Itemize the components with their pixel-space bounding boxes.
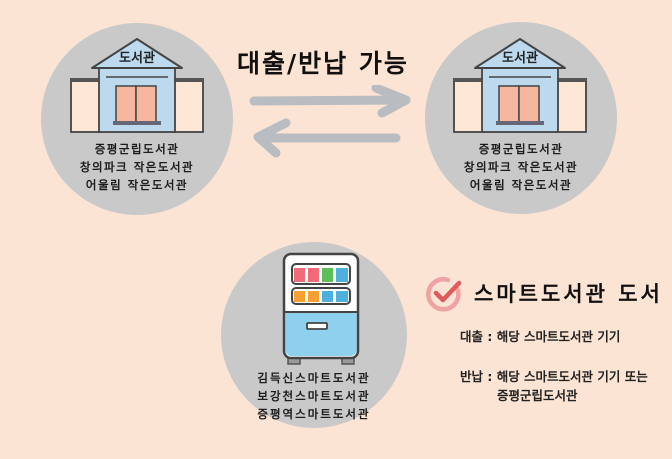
smart-library-name: 보강천스마트도서관 — [257, 389, 371, 403]
library-name: 어울림 작은도서관 — [85, 178, 189, 192]
loan-info: 대출 : 해당 스마트도서관 기기 — [460, 329, 621, 344]
smart-library-names: 김득신스마트도서관 보강천스마트도서관 증평역스마트도서관 — [229, 369, 399, 423]
vending-machine-icon — [282, 252, 360, 365]
library-name: 창의파크 작은도서관 — [79, 160, 195, 174]
library-name: 창의파크 작은도서관 — [463, 160, 579, 174]
exchange-arrows-icon — [249, 85, 411, 158]
smart-library-name: 김득신스마트도서관 — [257, 371, 371, 385]
return-info: 반납 : 해당 스마트도서관 기기 또는 — [460, 369, 648, 384]
library-names-right: 증평군립도서관 창의파크 작은도서관 어울림 작은도서관 — [436, 140, 606, 194]
library-building-icon: 도서관 — [453, 38, 587, 133]
library-names-left: 증평군립도서관 창의파크 작은도서관 어울림 작은도서관 — [52, 140, 222, 194]
svg-text:도서관: 도서관 — [502, 50, 538, 66]
library-name: 어울림 작은도서관 — [469, 178, 573, 192]
return-info-continued: 증평군립도서관 — [497, 388, 578, 403]
page-title: 대출/반납 가능 — [237, 49, 409, 78]
svg-text:도서관: 도서관 — [119, 50, 155, 66]
check-circle-icon — [426, 277, 462, 312]
library-name: 증평군립도서관 — [94, 142, 180, 156]
library-building-icon: 도서관 — [70, 38, 204, 133]
smart-library-heading: 스마트도서관 도서 — [474, 282, 663, 306]
library-name: 증평군립도서관 — [478, 142, 564, 156]
smart-library-name: 증평역스마트도서관 — [257, 407, 371, 421]
